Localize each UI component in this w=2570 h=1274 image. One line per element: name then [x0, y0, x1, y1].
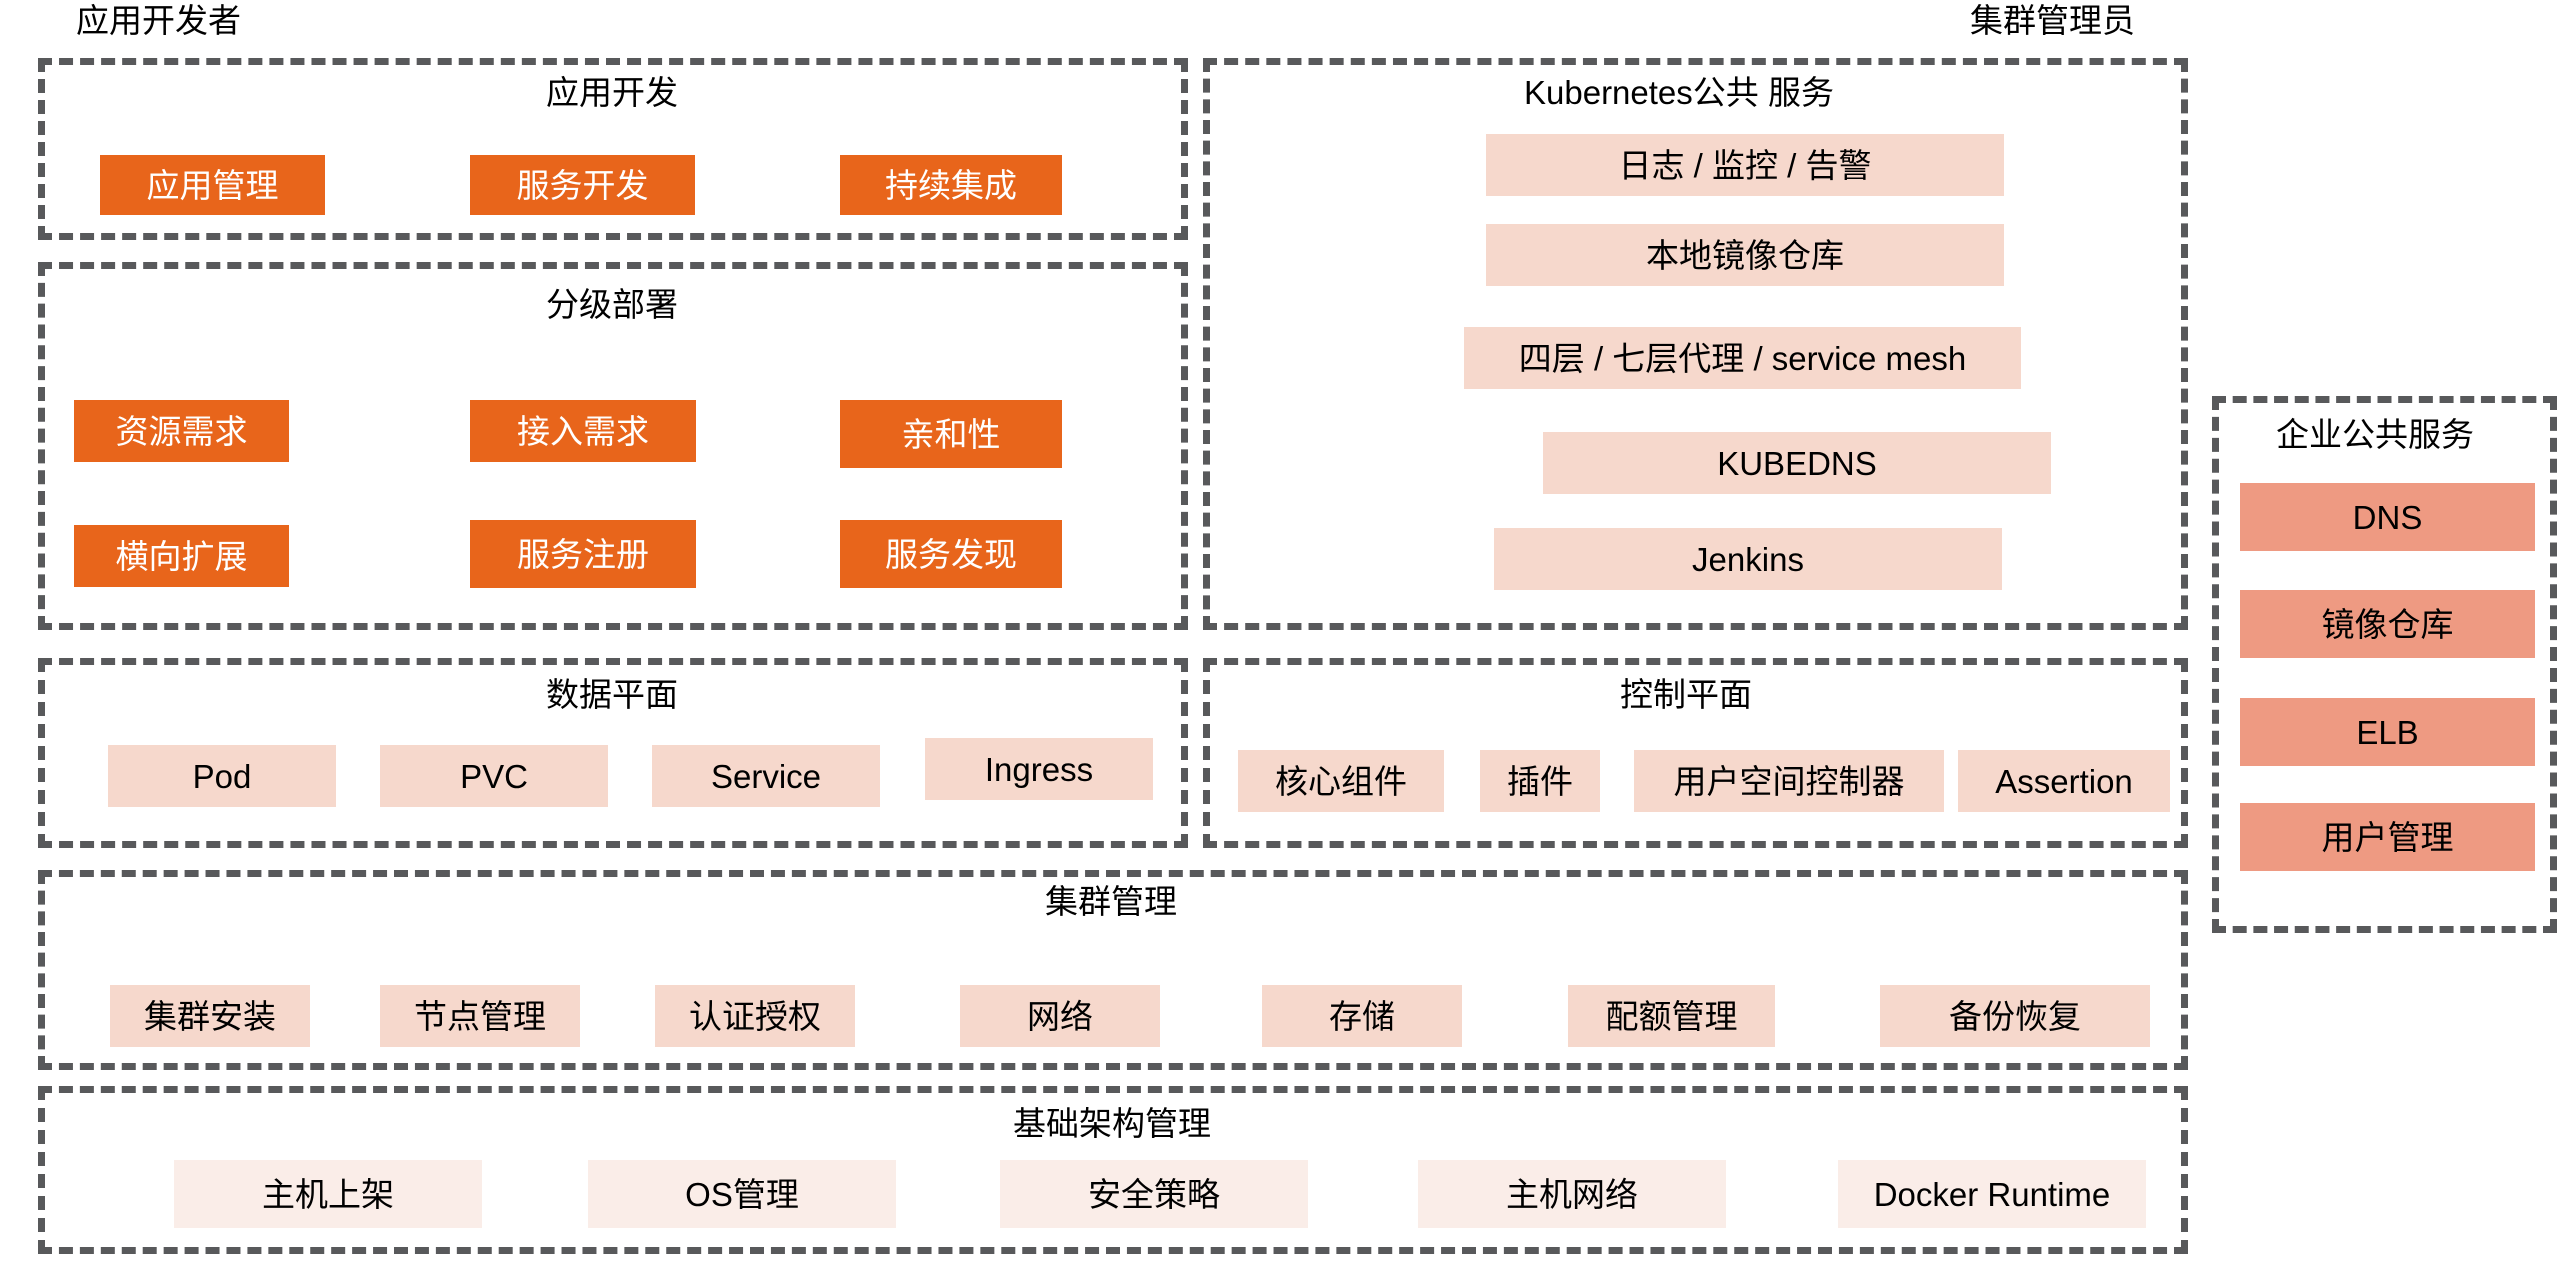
group-frame-control-plane	[1203, 658, 2188, 848]
tile-logging-monitoring-alerting[interactable]: 日志 / 监控 / 告警	[1486, 134, 2004, 196]
role-label-app-developer: 应用开发者	[76, 2, 241, 39]
tile-resource-demand[interactable]: 资源需求	[74, 400, 289, 462]
tile-quota-management[interactable]: 配额管理	[1568, 985, 1775, 1047]
group-caption-app-dev: 应用开发	[546, 74, 678, 111]
tile-assertion[interactable]: Assertion	[1958, 750, 2170, 812]
tile-image-registry[interactable]: 镜像仓库	[2240, 590, 2535, 658]
tile-os-management[interactable]: OS管理	[588, 1160, 896, 1228]
tile-host-racking[interactable]: 主机上架	[174, 1160, 482, 1228]
role-label-cluster-admin: 集群管理员	[1970, 2, 2135, 39]
group-caption-data-plane: 数据平面	[546, 676, 678, 713]
group-frame-k8s-public-services	[1203, 58, 2188, 630]
group-frame-app-dev	[38, 58, 1188, 240]
tile-core-components[interactable]: 核心组件	[1238, 750, 1444, 812]
tile-continuous-integration[interactable]: 持续集成	[840, 155, 1062, 215]
tile-storage[interactable]: 存储	[1262, 985, 1462, 1047]
tile-backup-restore[interactable]: 备份恢复	[1880, 985, 2150, 1047]
group-caption-infrastructure-management: 基础架构管理	[1013, 1105, 1211, 1142]
group-frame-tiered-deploy	[38, 262, 1188, 630]
tile-service-dev[interactable]: 服务开发	[470, 155, 695, 215]
tile-user-management[interactable]: 用户管理	[2240, 803, 2535, 871]
group-frame-data-plane	[38, 658, 1188, 848]
group-caption-cluster-management: 集群管理	[1045, 883, 1177, 920]
tile-service[interactable]: Service	[652, 745, 880, 807]
tile-kubedns[interactable]: KUBEDNS	[1543, 432, 2051, 494]
tile-ingress[interactable]: Ingress	[925, 738, 1153, 800]
group-frame-cluster-management	[38, 870, 2188, 1070]
group-caption-enterprise-services: 企业公共服务	[2276, 416, 2474, 453]
tile-access-demand[interactable]: 接入需求	[470, 400, 696, 462]
tile-affinity[interactable]: 亲和性	[840, 400, 1062, 468]
tile-security-policy[interactable]: 安全策略	[1000, 1160, 1308, 1228]
tile-userspace-controller[interactable]: 用户空间控制器	[1634, 750, 1944, 812]
tile-local-image-registry[interactable]: 本地镜像仓库	[1486, 224, 2004, 286]
tile-service-discovery[interactable]: 服务发现	[840, 520, 1062, 588]
tile-cluster-install[interactable]: 集群安装	[110, 985, 310, 1047]
tile-plugins[interactable]: 插件	[1480, 750, 1600, 812]
group-frame-infrastructure-management	[38, 1086, 2188, 1254]
tile-app-management[interactable]: 应用管理	[100, 155, 325, 215]
tile-jenkins[interactable]: Jenkins	[1494, 528, 2002, 590]
tile-pod[interactable]: Pod	[108, 745, 336, 807]
tile-network[interactable]: 网络	[960, 985, 1160, 1047]
tile-dns[interactable]: DNS	[2240, 483, 2535, 551]
tile-host-network[interactable]: 主机网络	[1418, 1160, 1726, 1228]
group-caption-control-plane: 控制平面	[1620, 676, 1752, 713]
group-frame-enterprise-services	[2212, 396, 2557, 933]
tile-elb[interactable]: ELB	[2240, 698, 2535, 766]
tile-pvc[interactable]: PVC	[380, 745, 608, 807]
tile-horizontal-scaling[interactable]: 横向扩展	[74, 525, 289, 587]
tile-node-management[interactable]: 节点管理	[380, 985, 580, 1047]
tile-auth-authorization[interactable]: 认证授权	[655, 985, 855, 1047]
tile-l4-l7-proxy-service-mesh[interactable]: 四层 / 七层代理 / service mesh	[1464, 327, 2021, 389]
group-caption-k8s-public-services: Kubernetes公共 服务	[1524, 74, 1834, 111]
tile-service-registration[interactable]: 服务注册	[470, 520, 696, 588]
tile-docker-runtime[interactable]: Docker Runtime	[1838, 1160, 2146, 1228]
group-caption-tiered-deploy: 分级部署	[546, 286, 678, 323]
